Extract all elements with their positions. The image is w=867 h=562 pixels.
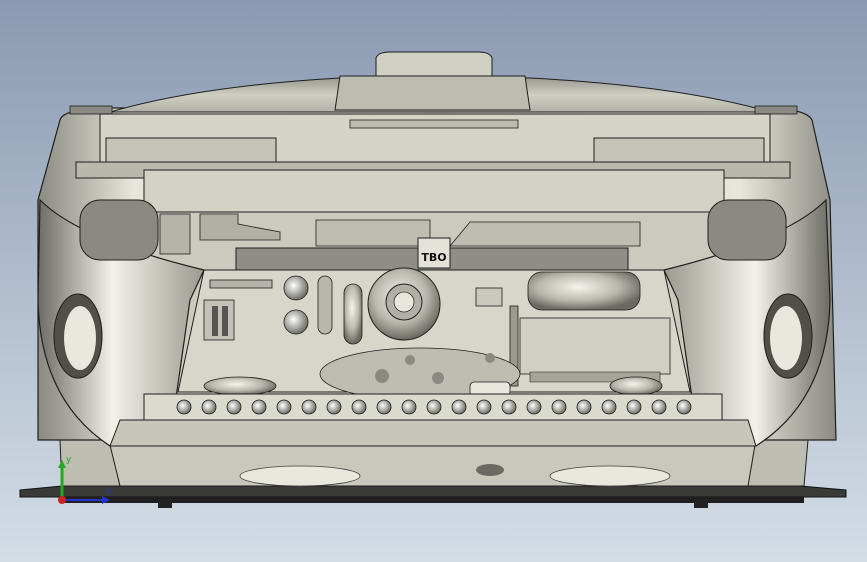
vent-hole xyxy=(676,399,692,415)
vent-hole xyxy=(376,399,392,415)
z-axis-dot xyxy=(58,496,66,504)
vent-hole xyxy=(601,399,617,415)
bottom-bezel xyxy=(109,419,757,447)
x-axis-arrowhead xyxy=(102,496,110,504)
vent-hole xyxy=(201,399,217,415)
vent-hole xyxy=(301,399,317,415)
vent-hole xyxy=(351,399,367,415)
vent-hole xyxy=(251,399,267,415)
vent-hole xyxy=(551,399,567,415)
vent-hole xyxy=(276,399,292,415)
upper-frame xyxy=(75,113,791,213)
vent-strip xyxy=(143,393,723,421)
vent-hole xyxy=(476,399,492,415)
axis-triad: x y xyxy=(58,455,112,504)
lower-body xyxy=(59,439,809,487)
model-label-text: TBO xyxy=(421,251,446,264)
front-bumper xyxy=(37,198,831,447)
vent-hole xyxy=(501,399,517,415)
y-axis-label: y xyxy=(66,455,72,465)
vent-holes xyxy=(176,399,692,415)
top-lid xyxy=(69,51,798,115)
vent-hole xyxy=(401,399,417,415)
vent-hole xyxy=(451,399,467,415)
vent-hole xyxy=(651,399,667,415)
vent-hole xyxy=(226,399,242,415)
vent-hole xyxy=(576,399,592,415)
vent-hole xyxy=(176,399,192,415)
y-axis-arrowhead xyxy=(58,460,66,468)
vent-hole xyxy=(426,399,442,415)
front-panel xyxy=(177,267,691,401)
base-plate xyxy=(19,485,847,508)
x-axis-label: x xyxy=(106,487,112,497)
vent-hole xyxy=(326,399,342,415)
vent-hole xyxy=(526,399,542,415)
vent-hole xyxy=(626,399,642,415)
